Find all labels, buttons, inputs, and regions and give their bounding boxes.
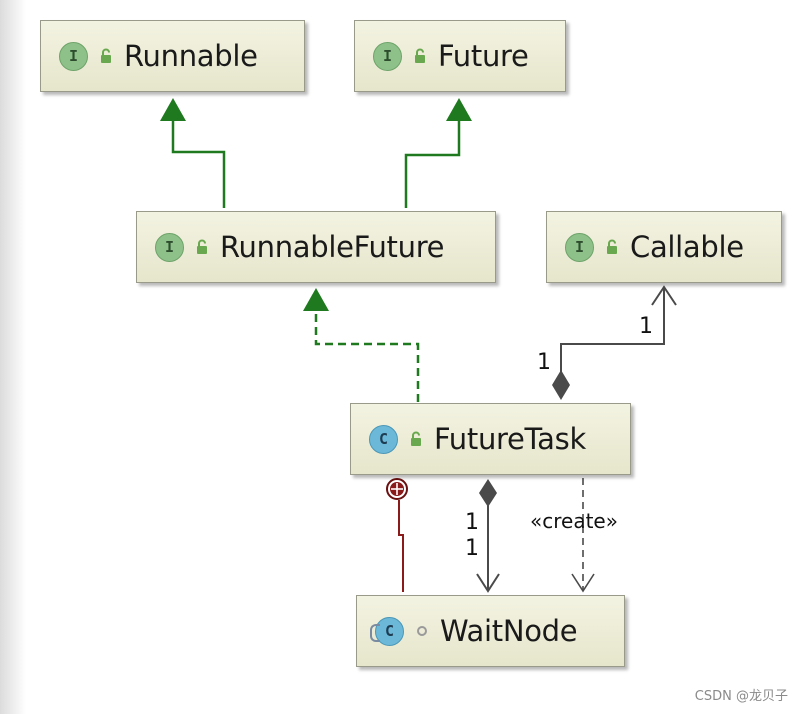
inner-class-icon: C <box>370 616 404 646</box>
interface-icon: I <box>373 41 402 71</box>
public-lock-icon <box>193 239 211 255</box>
node-waitnode[interactable]: C WaitNode <box>356 595 625 667</box>
node-label: Future <box>438 39 529 73</box>
public-lock-icon <box>407 431 425 447</box>
node-label: WaitNode <box>440 614 578 648</box>
edge-waitnode-inner-of-futuretask <box>386 478 408 592</box>
node-label: Runnable <box>124 39 258 73</box>
edge-futuretask-has-callable <box>552 285 677 400</box>
node-callable[interactable]: I Callable <box>546 211 782 283</box>
interface-icon: I <box>565 232 594 262</box>
node-future[interactable]: I Future <box>354 20 566 92</box>
public-lock-icon <box>97 48 115 64</box>
class-icon: C <box>369 424 398 454</box>
watermark: CSDN @龙贝子 <box>694 689 788 704</box>
left-edge-shadow <box>0 0 26 714</box>
edge-futuretask-has-waitnode <box>476 479 500 593</box>
waitnode-target-multiplicity: 1 <box>465 536 479 561</box>
create-stereotype-label: «create» <box>530 509 618 533</box>
interface-icon: I <box>59 41 88 71</box>
package-private-dot-icon <box>413 625 431 637</box>
callable-target-multiplicity: 1 <box>639 314 653 339</box>
edge-futuretask-implements-runnablefuture <box>303 288 420 402</box>
public-lock-icon <box>411 48 429 64</box>
node-runnablefuture[interactable]: I RunnableFuture <box>136 211 496 283</box>
waitnode-source-multiplicity: 1 <box>465 510 479 535</box>
node-runnable[interactable]: I Runnable <box>40 20 305 92</box>
node-label: RunnableFuture <box>220 230 445 264</box>
node-futuretask[interactable]: C FutureTask <box>350 403 631 475</box>
callable-source-multiplicity: 1 <box>537 350 551 375</box>
edge-runnablefuture-extends-future <box>404 98 472 208</box>
public-lock-icon <box>603 239 621 255</box>
edge-runnablefuture-extends-runnable <box>160 98 226 208</box>
interface-icon: I <box>155 232 184 262</box>
node-label: Callable <box>630 230 744 264</box>
node-label: FutureTask <box>434 422 586 456</box>
edge-futuretask-creates-waitnode <box>571 478 595 593</box>
